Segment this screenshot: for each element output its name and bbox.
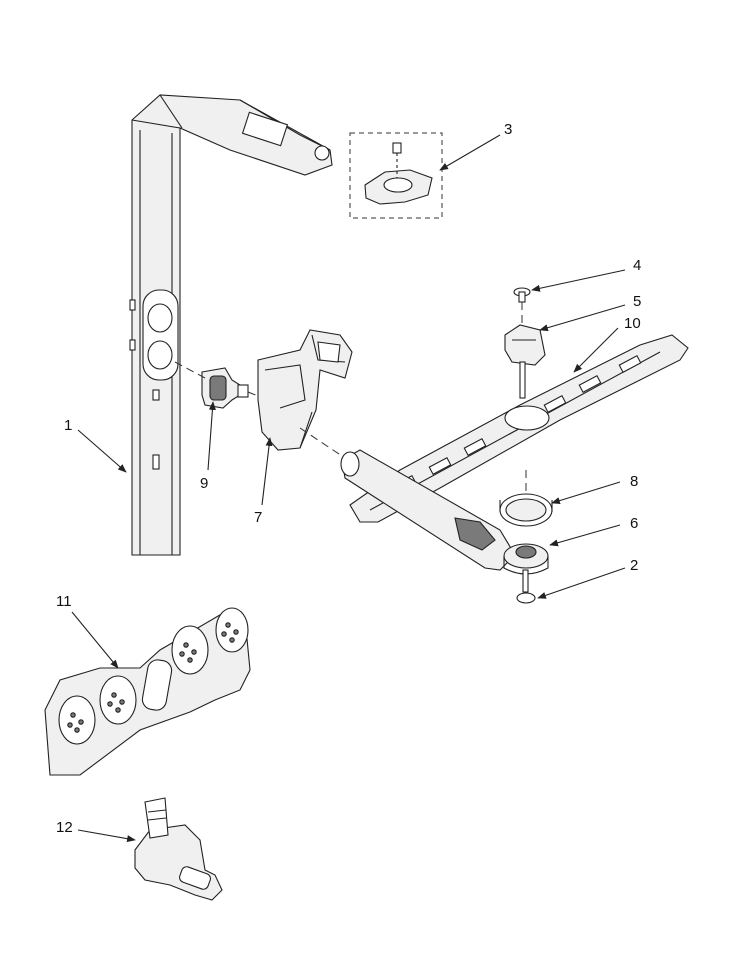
leader-12 — [77, 829, 136, 843]
spray-arm-feed-tube — [340, 449, 516, 571]
callout-9: 9 — [200, 475, 208, 492]
leader-3 — [439, 134, 501, 171]
leader-2 — [537, 567, 626, 599]
leader-9 — [207, 401, 216, 471]
callout-7: 7 — [254, 509, 262, 526]
callout-11: 11 — [56, 593, 72, 610]
callout-10: 10 — [624, 315, 641, 332]
part-5-hub-clip — [504, 324, 546, 399]
callout-3: 3 — [504, 121, 512, 138]
part-9-clip — [201, 367, 249, 409]
callout-12: 12 — [56, 819, 73, 836]
callout-2: 2 — [630, 557, 638, 574]
leader-1 — [77, 429, 127, 473]
leader-10 — [573, 327, 619, 373]
callout-6: 6 — [630, 515, 638, 532]
part-3-assembly-box — [349, 132, 443, 219]
leader-5 — [539, 304, 626, 332]
leader-4 — [531, 269, 626, 292]
part-1-feed-tube — [129, 94, 333, 556]
part-8-ring — [499, 493, 553, 527]
leader-8 — [551, 481, 621, 505]
part-12-connector — [134, 797, 223, 901]
leader-6 — [549, 524, 621, 547]
callout-4: 4 — [633, 257, 641, 274]
part-2-screw — [516, 569, 536, 604]
leader-7 — [261, 437, 273, 506]
callout-5: 5 — [633, 293, 641, 310]
part-7-bracket — [257, 329, 353, 451]
leader-11 — [71, 611, 119, 669]
callout-1: 1 — [64, 417, 72, 434]
part-11-manifold — [44, 607, 251, 776]
part-6-nut — [503, 543, 549, 575]
callout-8: 8 — [630, 473, 638, 490]
part-4-pin — [513, 287, 531, 303]
